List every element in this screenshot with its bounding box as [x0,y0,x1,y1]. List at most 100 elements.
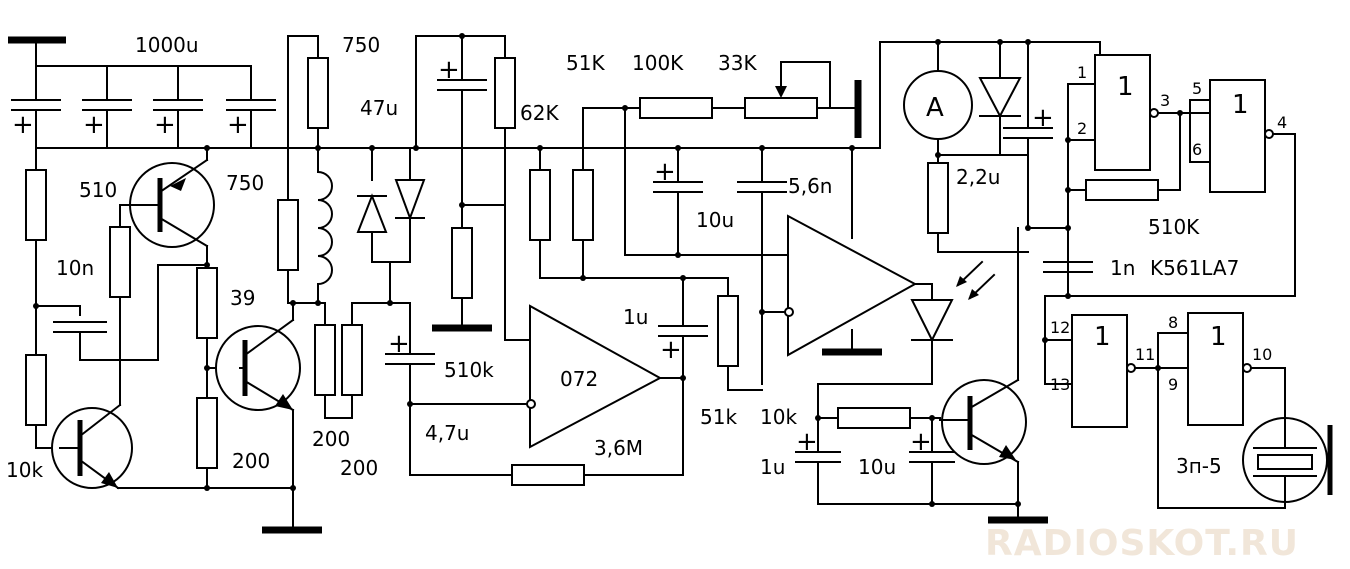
resistor-39 [196,267,218,339]
svg-text:+: + [388,329,410,359]
label-c-5-6n: 5,6n [788,174,832,198]
label-c-1u-low: 1u [760,455,785,479]
pin-2: 2 [1077,119,1087,138]
pin-1: 1 [1077,63,1087,82]
label-c-510k: 510k [444,358,494,382]
capacitor-5-6n [737,147,787,385]
capacitor-1u-low: + [795,427,841,505]
svg-text:1: 1 [1210,322,1227,352]
svg-text:+: + [1032,103,1054,133]
transistor-q3 [215,318,301,412]
label-opamp-072: 072 [560,367,598,391]
label-r-51k-top: 51K [566,51,605,75]
resistor-3-6m [511,464,585,486]
label-r-10k-left: 10k [6,458,43,482]
label-r-750-top: 750 [342,33,380,57]
label-r-200-c: 200 [340,456,378,480]
pin-4: 4 [1277,113,1287,132]
capacitor-4-7u: + [385,302,435,476]
power-terminal-top-left [8,36,66,67]
label-r-200-a: 200 [232,449,270,473]
label-r-200-b: 200 [312,427,350,451]
svg-text:1: 1 [1232,90,1249,120]
svg-text:+: + [12,110,34,140]
pin-8: 8 [1168,313,1178,332]
label-r-10k-low: 10k [760,405,797,429]
label-c-2-2u: 2,2u [956,165,1000,189]
nand-gate-2: 1 [1209,79,1274,193]
svg-text:+: + [438,55,460,85]
label-r-39: 39 [230,286,255,310]
resistor-divider-a [529,169,551,241]
svg-text:+: + [660,335,682,365]
opamp-072 [526,304,684,449]
svg-text:+: + [654,157,676,187]
resistor-200-c [341,324,363,396]
label-c-10n: 10n [56,256,94,280]
resistor-51k-low [717,295,739,367]
capacitor-2-2u: + [1003,41,1054,229]
ammeter: A [903,70,973,140]
svg-text:+: + [796,427,818,457]
nand-gate-1: 1 [1094,54,1159,171]
capacitor-10n [53,264,208,361]
svg-text:+: + [227,110,249,140]
diode-meter [978,41,1022,156]
capacitor-10u-low: + [909,417,955,505]
label-c-47u: 47u [360,96,398,120]
pin-6: 6 [1192,140,1202,159]
capacitor-47u: + [437,55,487,91]
potentiometer-33k [744,97,818,119]
watermark: RADIOSKOT.RU [985,523,1299,564]
pin-12: 12 [1050,318,1070,337]
resistor-200-b [314,324,336,396]
label-c-1000u: 1000u [135,33,199,57]
resistor-meter [927,162,949,234]
resistor-510k [1085,179,1159,201]
resistor-100k [639,97,713,119]
label-c-1u-op: 1u [623,305,648,329]
capacitor-10u-mid: + [653,147,703,256]
resistor-750-top [307,57,329,129]
led [910,260,996,365]
resistor-left-upper [25,169,47,241]
label-r-510: 510 [79,178,117,202]
nand-gate-3: 1 [1071,314,1136,428]
pin-3: 3 [1160,91,1170,110]
svg-text:1: 1 [1117,72,1134,102]
diode-pair [356,147,426,263]
capacitor-1u-opamp: + [658,325,708,379]
label-r-51k-low: 51k [700,405,737,429]
svg-text:1: 1 [1094,322,1111,352]
svg-text:+: + [910,427,932,457]
resistor-750 [277,199,299,271]
pin-9: 9 [1168,375,1178,394]
label-c-4-7u: 4,7u [425,421,469,445]
transistor-q2 [119,158,215,248]
pin-11: 11 [1135,345,1155,364]
label-r-3-6m: 3,6M [594,436,643,460]
pin-5: 5 [1192,79,1202,98]
label-r-510k: 510K [1148,215,1200,239]
resistor-200-a [196,397,218,469]
resistor-bias-ground [451,227,473,299]
piezo-buzzer [1242,417,1333,509]
label-r-750-mid: 750 [226,171,264,195]
svg-text:+: + [83,110,105,140]
label-c-1n: 1n [1110,256,1135,280]
resistor-62k [494,57,516,129]
label-c-10u-low: 10u [858,455,896,479]
label-r-100k: 100K [632,51,684,75]
resistor-divider-b [572,169,594,241]
meter-label: A [926,93,944,123]
label-r-62k: 62K [520,101,559,125]
nand-gate-4: 1 [1187,312,1252,426]
capacitor-bank-1000u: + + + + [11,65,276,149]
pin-10: 10 [1252,345,1272,364]
svg-text:+: + [154,110,176,140]
resistor-510 [109,226,131,298]
label-r-33k: 33K [718,51,757,75]
inductor-coil [316,147,333,304]
pin-13: 13 [1050,375,1070,394]
